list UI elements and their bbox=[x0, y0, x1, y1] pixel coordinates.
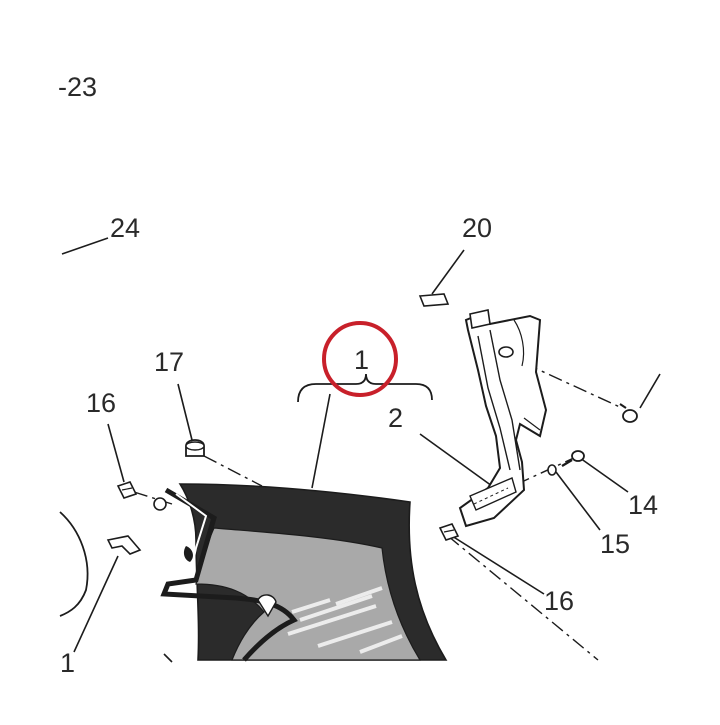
leader-1 bbox=[311, 393, 331, 489]
edge-part-left bbox=[59, 511, 89, 617]
callout-14: 14 bbox=[628, 490, 658, 520]
callout-16-right: 16 bbox=[544, 586, 574, 616]
panel-texture bbox=[287, 586, 403, 654]
callout-23: -23 bbox=[58, 72, 97, 102]
clip-nut-20 bbox=[418, 293, 450, 307]
leader-14 bbox=[579, 457, 629, 493]
leader-cut-off bbox=[73, 555, 119, 653]
panel-grey-surface bbox=[195, 527, 422, 661]
leader-17 bbox=[177, 383, 193, 441]
bracket-2 bbox=[458, 309, 548, 528]
group-bracket bbox=[297, 373, 433, 403]
callout-1: 1 bbox=[354, 345, 369, 375]
clip-16-right bbox=[438, 523, 460, 541]
callout-24: 24 bbox=[110, 213, 140, 243]
bolt-upper-right bbox=[619, 403, 638, 423]
highlight-circle bbox=[322, 321, 398, 397]
leader-2 bbox=[419, 433, 493, 487]
washer-15 bbox=[547, 464, 557, 476]
panel-inner-frame bbox=[160, 487, 298, 662]
edge-mark bbox=[163, 653, 173, 663]
clip-cut-off bbox=[106, 535, 142, 555]
callout-20: 20 bbox=[462, 213, 492, 243]
axis-bolt bbox=[499, 351, 623, 409]
leader-16-right bbox=[451, 535, 545, 595]
leader-bolt bbox=[639, 373, 661, 409]
leader-15 bbox=[555, 471, 601, 531]
leader-16-left bbox=[107, 423, 125, 483]
axis-16-right bbox=[447, 535, 599, 661]
leader-lines bbox=[61, 237, 629, 653]
grommet-17 bbox=[185, 439, 205, 457]
axis-17 bbox=[203, 455, 263, 487]
stud-left bbox=[153, 497, 167, 511]
panel-clip bbox=[257, 594, 277, 618]
callout-15: 15 bbox=[600, 529, 630, 559]
panel-frame-highlight bbox=[171, 493, 208, 579]
callout-17: 17 bbox=[154, 347, 184, 377]
leader-20 bbox=[431, 249, 465, 295]
leader-24 bbox=[61, 237, 109, 255]
fairing-panel bbox=[160, 483, 448, 662]
callout-2: 2 bbox=[388, 403, 403, 433]
callout-cut-off: 1 bbox=[60, 648, 75, 678]
clip-16-left bbox=[116, 481, 138, 499]
panel-tab bbox=[183, 546, 193, 562]
screw-14 bbox=[561, 450, 585, 468]
callout-16-left: 16 bbox=[86, 388, 116, 418]
